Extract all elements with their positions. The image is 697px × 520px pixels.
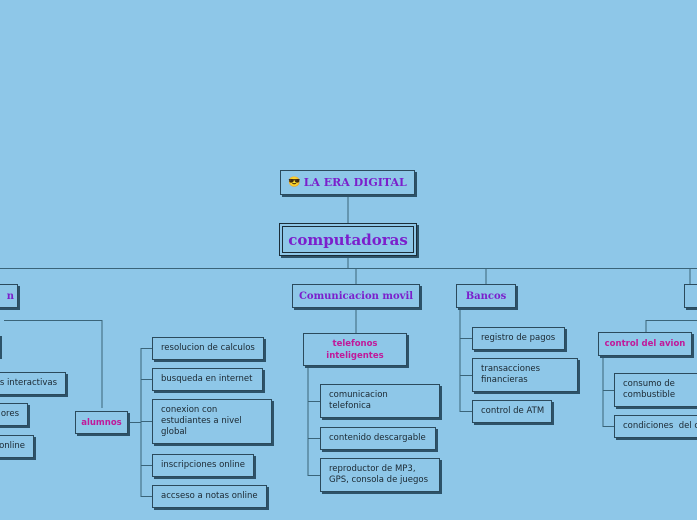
alumnos-leaf-1[interactable]: busqueda en internet [152, 368, 263, 391]
sunglasses-emoji-icon: 😎 [288, 177, 301, 188]
bancos-leaf-2[interactable]: control de ATM [472, 400, 552, 423]
alumnos-leaf-1-label: busqueda en internet [161, 374, 253, 384]
branch-left-cut[interactable]: n [0, 284, 18, 308]
avion-leaf-0[interactable]: consumo de combustible [614, 373, 697, 407]
subnode-telefonos-label: telefonos inteligentes [326, 338, 384, 361]
alumnos-leaf-0[interactable]: resolucion de calculos [152, 337, 264, 360]
left-partial-leaf-2[interactable]: ores [0, 403, 28, 426]
telefonos-leaf-0-label: comunicacion telefonica [329, 390, 388, 411]
avion-leaf-1[interactable]: condiciones del c [614, 415, 697, 438]
alumnos-leaf-2[interactable]: conexion con estudiantes a nivel global [152, 399, 272, 444]
avion-leaf-1-label: condiciones del c [623, 421, 697, 431]
telefonos-leaf-2-label: reproductor de MP3, GPS, consola de jueg… [329, 464, 429, 485]
root-label: computadoras [288, 230, 408, 249]
alumnos-leaf-4-label: accseso a notas online [161, 491, 258, 501]
title-label: LA ERA DIGITAL [303, 176, 407, 189]
left-partial-leaf-3[interactable]: online [0, 435, 34, 458]
branch-comunicacion-movil[interactable]: Comunicacion movil [292, 284, 420, 308]
alumnos-leaf-3-label: inscripciones online [161, 460, 246, 470]
bancos-leaf-0[interactable]: registro de pagos [472, 327, 565, 350]
bancos-leaf-0-label: registro de pagos [481, 333, 556, 343]
branch-right-cut[interactable] [684, 284, 697, 308]
subnode-telefonos-inteligentes[interactable]: telefonos inteligentes [303, 333, 407, 366]
left-partial-label-1: s interactivas [0, 378, 57, 388]
subnode-control-del-avion[interactable]: control del avion [598, 332, 692, 356]
telefonos-leaf-2[interactable]: reproductor de MP3, GPS, consola de jueg… [320, 458, 440, 492]
subnode-alumnos[interactable]: alumnos [75, 411, 128, 434]
subnode-alumnos-label: alumnos [81, 417, 122, 428]
title-node[interactable]: 😎 LA ERA DIGITAL [280, 170, 415, 195]
branch-bancos[interactable]: Bancos [456, 284, 516, 308]
bancos-leaf-1[interactable]: transacciones financieras [472, 358, 578, 392]
left-partial-leaf-1[interactable]: s interactivas [0, 372, 66, 395]
alumnos-leaf-3[interactable]: inscripciones online [152, 454, 254, 477]
telefonos-leaf-0[interactable]: comunicacion telefonica [320, 384, 440, 418]
alumnos-leaf-0-label: resolucion de calculos [161, 343, 255, 353]
branch-bancos-label: Bancos [465, 290, 507, 302]
left-partial-label-2: ores [0, 409, 19, 419]
bancos-leaf-1-label: transacciones financieras [481, 364, 541, 385]
alumnos-leaf-2-label: conexion con estudiantes a nivel global [161, 405, 242, 437]
branch-comunicacion-label: Comunicacion movil [298, 290, 414, 302]
root-node[interactable]: computadoras [279, 223, 417, 256]
left-partial-label-3: online [0, 441, 25, 451]
alumnos-leaf-4[interactable]: accseso a notas online [152, 485, 267, 508]
telefonos-leaf-1[interactable]: contenido descargable [320, 427, 436, 450]
avion-leaf-0-label: consumo de combustible [623, 379, 676, 400]
bancos-leaf-2-label: control de ATM [481, 406, 545, 416]
telefonos-leaf-1-label: contenido descargable [329, 433, 426, 443]
subnode-control-avion-label: control del avion [604, 339, 686, 349]
branch-left-label: n [6, 290, 14, 302]
